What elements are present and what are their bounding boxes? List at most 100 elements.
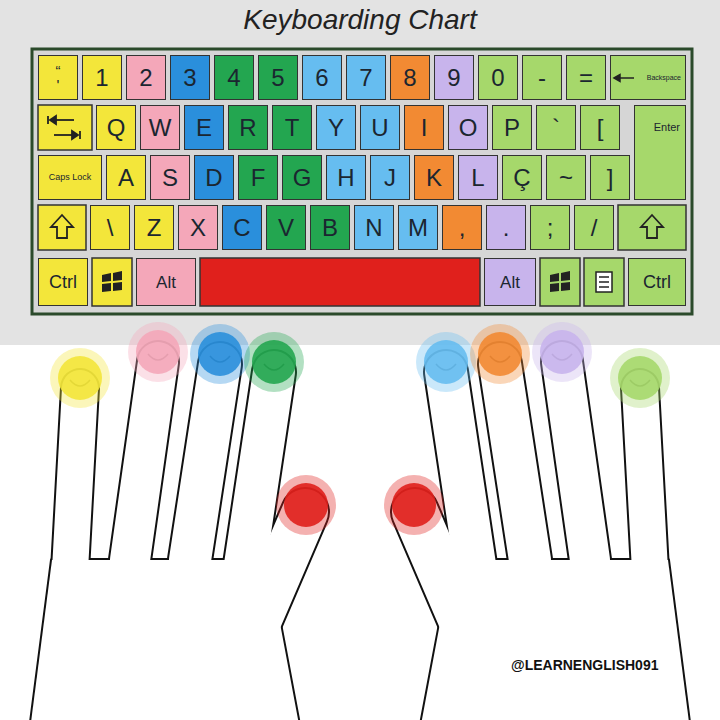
chart-title: Keyboarding Chart bbox=[0, 4, 720, 36]
key: L bbox=[458, 155, 498, 200]
key: 1 bbox=[82, 55, 122, 100]
key: U bbox=[360, 105, 400, 150]
key-label: T bbox=[285, 116, 300, 140]
left-hand bbox=[30, 354, 305, 720]
key: , bbox=[442, 205, 482, 250]
key-label: S bbox=[162, 166, 178, 190]
key-label: ~ bbox=[559, 166, 573, 190]
key: Ctrl bbox=[628, 258, 686, 306]
key: = bbox=[566, 55, 606, 100]
key-label: Q bbox=[107, 116, 126, 140]
key-label: I bbox=[421, 116, 428, 140]
key-label: B bbox=[322, 216, 338, 240]
key: Z bbox=[134, 205, 174, 250]
key-label: . bbox=[503, 216, 510, 240]
key: 7 bbox=[346, 55, 386, 100]
key-label: L bbox=[471, 166, 484, 190]
key: J bbox=[370, 155, 410, 200]
key: ` bbox=[536, 105, 576, 150]
key: G bbox=[282, 155, 322, 200]
key-label: O bbox=[459, 116, 478, 140]
watermark: @LEARNENGLISH091 bbox=[508, 656, 661, 674]
key-label: 1 bbox=[95, 66, 108, 90]
backspace-arrow bbox=[614, 75, 634, 82]
key-label: K bbox=[426, 166, 442, 190]
key-label: 6 bbox=[315, 66, 328, 90]
key-label: Ctrl bbox=[643, 273, 671, 291]
key: ] bbox=[590, 155, 630, 200]
key: - bbox=[522, 55, 562, 100]
ground bbox=[0, 0, 720, 345]
key: Enter bbox=[634, 105, 686, 200]
key: R bbox=[228, 105, 268, 150]
finger-dots bbox=[50, 322, 670, 535]
key: T bbox=[272, 105, 312, 150]
key-label: Caps Lock bbox=[49, 173, 92, 182]
shift-icon bbox=[641, 215, 663, 238]
tab-key bbox=[38, 105, 92, 150]
key: ; bbox=[530, 205, 570, 250]
space-bar bbox=[200, 258, 480, 306]
key-label: G bbox=[293, 166, 312, 190]
key: “' bbox=[38, 55, 78, 100]
key-label: 0 bbox=[491, 66, 504, 90]
key-label: W bbox=[149, 116, 172, 140]
key: 2 bbox=[126, 55, 166, 100]
shift-key bbox=[38, 205, 86, 250]
key: H bbox=[326, 155, 366, 200]
key: A bbox=[106, 155, 146, 200]
key: . bbox=[486, 205, 526, 250]
key: O bbox=[448, 105, 488, 150]
shift-icon bbox=[51, 215, 73, 238]
key: Q bbox=[96, 105, 136, 150]
key-label: “ bbox=[56, 64, 61, 78]
key-label: P bbox=[504, 116, 520, 140]
key: 4 bbox=[214, 55, 254, 100]
key-label: ; bbox=[547, 216, 554, 240]
key-label: Backspace bbox=[647, 74, 681, 81]
key-label: 3 bbox=[183, 66, 196, 90]
key: 6 bbox=[302, 55, 342, 100]
key-label: Alt bbox=[156, 274, 176, 291]
key-label: R bbox=[239, 116, 256, 140]
key-label: H bbox=[337, 166, 354, 190]
menu-key bbox=[584, 258, 624, 306]
right-hand bbox=[415, 354, 690, 720]
key: S bbox=[150, 155, 190, 200]
key: Ctrl bbox=[38, 258, 88, 306]
key-label: U bbox=[371, 116, 388, 140]
key: P bbox=[492, 105, 532, 150]
key-label: N bbox=[365, 216, 382, 240]
windows-key bbox=[92, 258, 132, 306]
key: Y bbox=[316, 105, 356, 150]
key: V bbox=[266, 205, 306, 250]
key-label: V bbox=[278, 216, 294, 240]
key: 0 bbox=[478, 55, 518, 100]
key-label: 2 bbox=[139, 66, 152, 90]
key: C bbox=[222, 205, 262, 250]
keyboard-frame bbox=[32, 49, 692, 314]
key: 8 bbox=[390, 55, 430, 100]
key-label: 7 bbox=[359, 66, 372, 90]
key-label: C bbox=[233, 216, 250, 240]
key-label: A bbox=[118, 166, 134, 190]
key: I bbox=[404, 105, 444, 150]
key: B bbox=[310, 205, 350, 250]
key: [ bbox=[580, 105, 620, 150]
key-label: F bbox=[251, 166, 266, 190]
key: Backspace bbox=[610, 55, 686, 100]
key-label: 8 bbox=[403, 66, 416, 90]
key-label: M bbox=[408, 216, 428, 240]
key-label: = bbox=[579, 66, 593, 90]
key: Alt bbox=[136, 258, 196, 306]
key-label: [ bbox=[597, 116, 604, 140]
key-label: Enter bbox=[654, 122, 680, 133]
key-label: Z bbox=[147, 216, 162, 240]
key: 3 bbox=[170, 55, 210, 100]
key-label: ' bbox=[57, 78, 60, 92]
key: M bbox=[398, 205, 438, 250]
shift-key bbox=[618, 205, 686, 250]
key-label: - bbox=[538, 66, 546, 90]
key: K bbox=[414, 155, 454, 200]
key: 9 bbox=[434, 55, 474, 100]
